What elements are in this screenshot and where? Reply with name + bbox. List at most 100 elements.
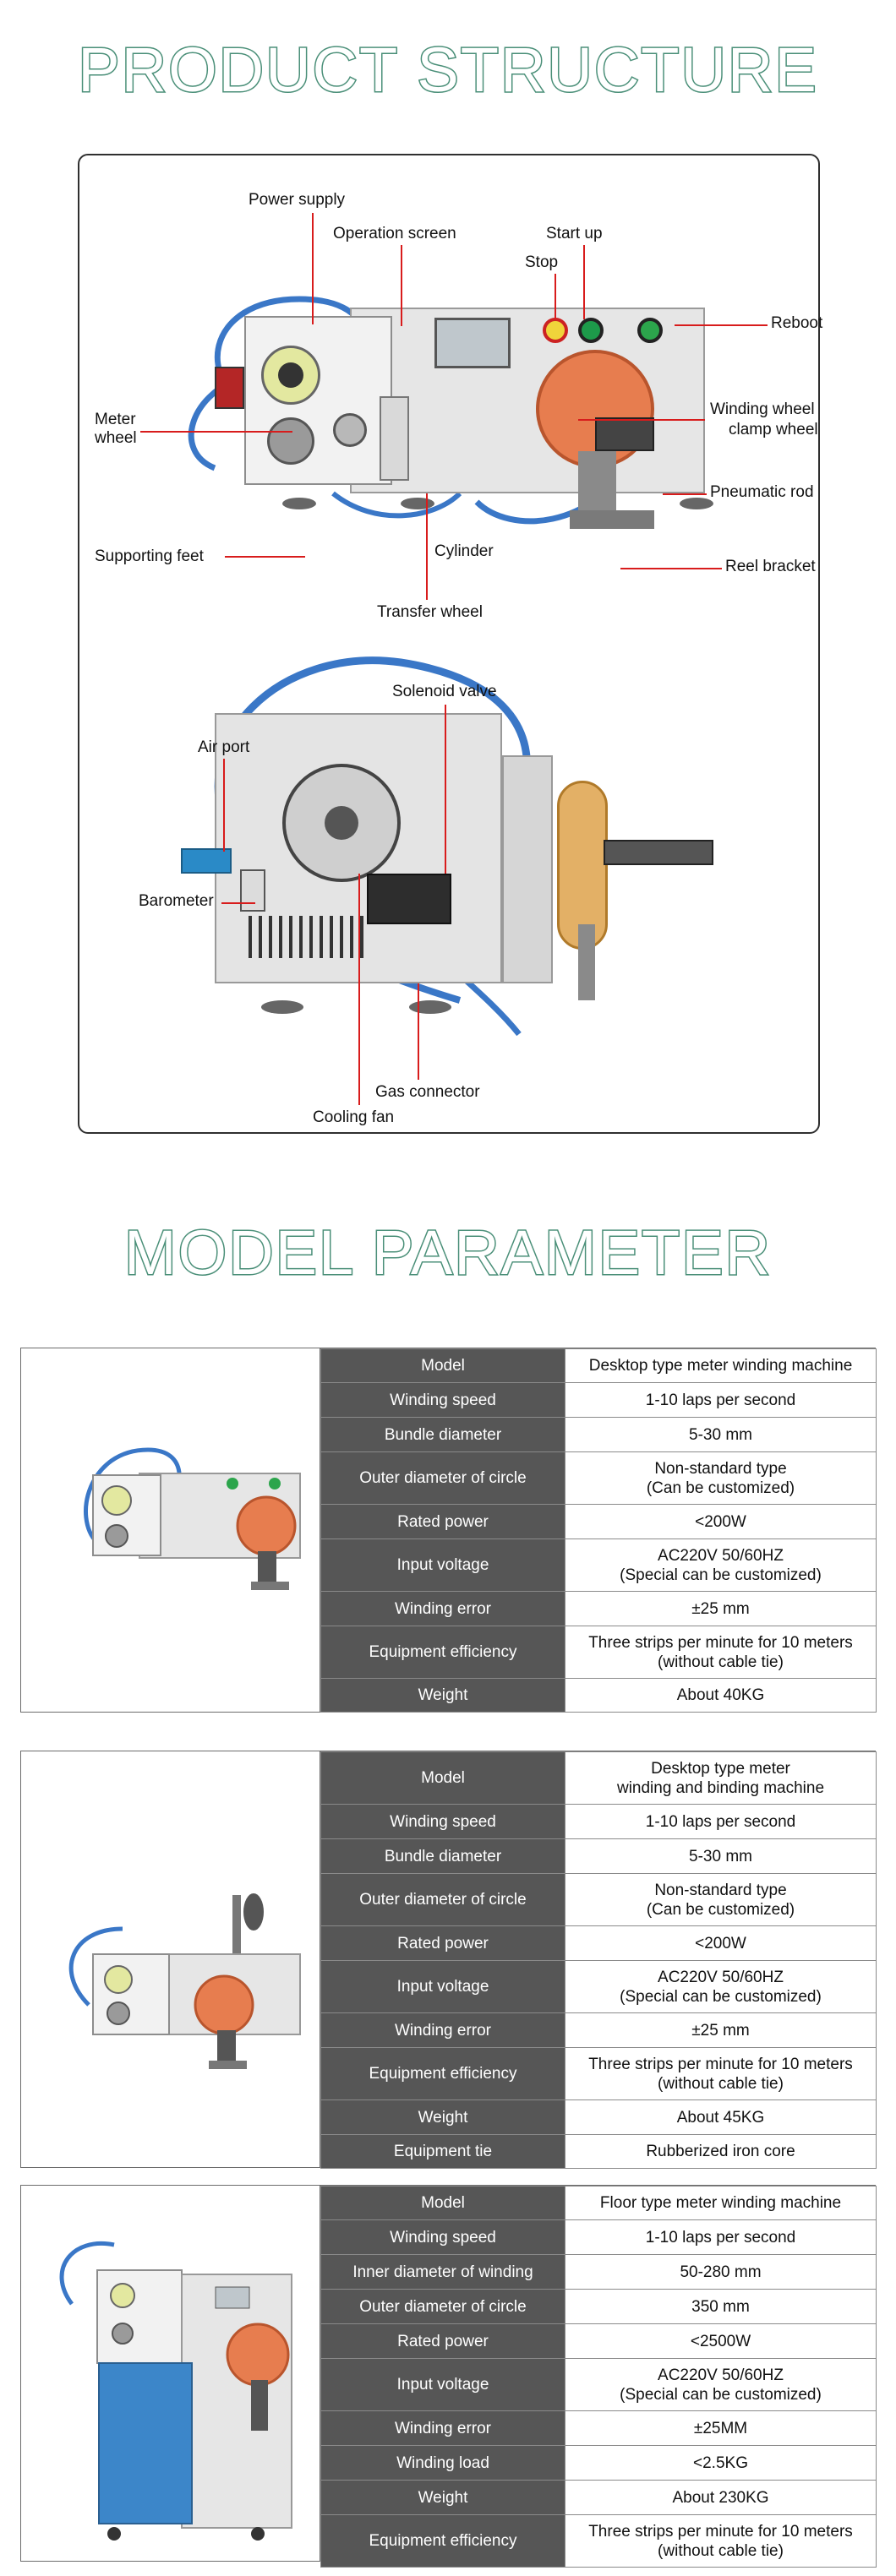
model-thumbnail-2 bbox=[21, 1751, 320, 2167]
param-label: Input voltage bbox=[320, 1539, 565, 1592]
leader-line bbox=[418, 983, 419, 1080]
param-label: Winding speed bbox=[320, 1804, 565, 1839]
leader-line bbox=[583, 245, 585, 319]
cooling-fan-hub bbox=[325, 806, 358, 840]
stop-button-shape bbox=[543, 318, 568, 343]
foot-shape bbox=[282, 498, 316, 509]
leader-line bbox=[445, 705, 446, 874]
param-label: Outer diameter of circle bbox=[320, 2289, 565, 2324]
param-value: About 40KG bbox=[565, 1678, 877, 1713]
param-label: Model bbox=[320, 1751, 565, 1805]
param-value: AC220V 50/60HZ(Special can be customized… bbox=[565, 2358, 877, 2411]
param-label: Weight bbox=[320, 1678, 565, 1713]
leader-line bbox=[401, 245, 402, 326]
param-label: Input voltage bbox=[320, 1960, 565, 2013]
leader-line bbox=[426, 493, 428, 600]
param-value: 50-280 mm bbox=[565, 2254, 877, 2290]
param-label: Bundle diameter bbox=[320, 1838, 565, 1874]
param-label: Equipment efficiency bbox=[320, 1626, 565, 1679]
label-gas-connector: Gas connector bbox=[375, 1083, 480, 1101]
meter-wheel-hub bbox=[278, 362, 303, 388]
param-value: 5-30 mm bbox=[565, 1417, 877, 1452]
floor-winding-machine-image bbox=[59, 2241, 292, 2541]
reel-bracket-base bbox=[570, 510, 654, 529]
label-winding-wheel: Winding wheel bbox=[710, 400, 815, 418]
param-value: AC220V 50/60HZ(Special can be customized… bbox=[565, 1960, 877, 2013]
param-label: Model bbox=[320, 2186, 565, 2220]
param-value: <200W bbox=[565, 1504, 877, 1539]
foot-shape bbox=[680, 498, 713, 509]
param-label: Weight bbox=[320, 2480, 565, 2515]
param-label: Winding error bbox=[320, 2410, 565, 2446]
machine-rear-view bbox=[181, 637, 722, 1076]
label-pneumatic-rod: Pneumatic rod bbox=[710, 483, 814, 501]
label-operation-screen: Operation screen bbox=[333, 225, 456, 242]
label-cylinder: Cylinder bbox=[434, 542, 494, 560]
param-value: 1-10 laps per second bbox=[565, 1382, 877, 1418]
param-label: Winding load bbox=[320, 2445, 565, 2481]
param-value: 350 mm bbox=[565, 2289, 877, 2324]
label-reel-bracket: Reel bracket bbox=[725, 558, 816, 575]
label-air-port: Air port bbox=[198, 738, 250, 756]
param-value: Three strips per minute for 10 meters(wi… bbox=[565, 2047, 877, 2100]
param-label: Outer diameter of circle bbox=[320, 1873, 565, 1926]
label-start-up: Start up bbox=[546, 225, 603, 242]
model-thumbnail-1 bbox=[21, 1348, 320, 1712]
leader-line bbox=[221, 902, 255, 904]
leader-line bbox=[140, 431, 292, 433]
label-solenoid-valve: Solenoid valve bbox=[392, 683, 497, 700]
leader-line bbox=[225, 556, 305, 558]
param-value: Non-standard type(Can be customized) bbox=[565, 1451, 877, 1505]
param-value: ±25 mm bbox=[565, 1591, 877, 1626]
param-value: <2.5KG bbox=[565, 2445, 877, 2481]
param-label: Bundle diameter bbox=[320, 1417, 565, 1452]
foot-shape bbox=[261, 1000, 303, 1014]
desktop-winding-binding-machine-image bbox=[68, 1893, 301, 2069]
desktop-winding-machine-image bbox=[84, 1447, 301, 1590]
param-value: Desktop type meter winding machine bbox=[565, 1348, 877, 1383]
lower-wheel-shape bbox=[267, 417, 314, 465]
leader-line bbox=[358, 874, 360, 1105]
param-value: About 230KG bbox=[565, 2480, 877, 2515]
param-label: Weight bbox=[320, 2099, 565, 2135]
label-supporting-feet: Supporting feet bbox=[95, 547, 204, 565]
param-value: About 45KG bbox=[565, 2099, 877, 2135]
label-clamp-wheel: clamp wheel bbox=[729, 421, 818, 438]
rear-wheel-shape bbox=[557, 781, 608, 950]
param-value: Non-standard type(Can be customized) bbox=[565, 1873, 877, 1926]
param-value: Three strips per minute for 10 meters(wi… bbox=[565, 2514, 877, 2568]
param-label: Model bbox=[320, 1348, 565, 1383]
param-label: Inner diameter of winding bbox=[320, 2254, 565, 2290]
leader-line bbox=[223, 759, 225, 852]
param-label: Rated power bbox=[320, 1925, 565, 1961]
param-value: 5-30 mm bbox=[565, 1838, 877, 1874]
label-cooling-fan: Cooling fan bbox=[313, 1108, 395, 1126]
param-value: ±25 mm bbox=[565, 2012, 877, 2048]
param-label: Rated power bbox=[320, 2323, 565, 2359]
param-value: <200W bbox=[565, 1925, 877, 1961]
machine-front-view bbox=[156, 248, 747, 553]
label-meter-wheel-line1: Meter bbox=[95, 411, 136, 428]
param-label: Equipment efficiency bbox=[320, 2514, 565, 2568]
structure-diagram-box: Power supply Operation screen Start up S… bbox=[78, 154, 822, 1134]
label-power-supply: Power supply bbox=[249, 191, 346, 209]
foot-shape bbox=[409, 1000, 451, 1014]
start-button-shape bbox=[578, 318, 604, 343]
barometer-shape bbox=[240, 869, 265, 912]
label-transfer-wheel: Transfer wheel bbox=[377, 603, 483, 621]
leader-line bbox=[312, 213, 314, 324]
section-heading-parameter: MODEL PARAMETER bbox=[123, 1217, 772, 1289]
param-label: Equipment efficiency bbox=[320, 2047, 565, 2100]
param-value: 1-10 laps per second bbox=[565, 1804, 877, 1839]
foot-shape bbox=[401, 498, 434, 509]
param-label: Winding error bbox=[320, 1591, 565, 1626]
label-barometer: Barometer bbox=[139, 892, 214, 910]
transfer-wheel-shape bbox=[333, 413, 367, 447]
param-value: AC220V 50/60HZ(Special can be customized… bbox=[565, 1539, 877, 1592]
param-label: Outer diameter of circle bbox=[320, 1451, 565, 1505]
